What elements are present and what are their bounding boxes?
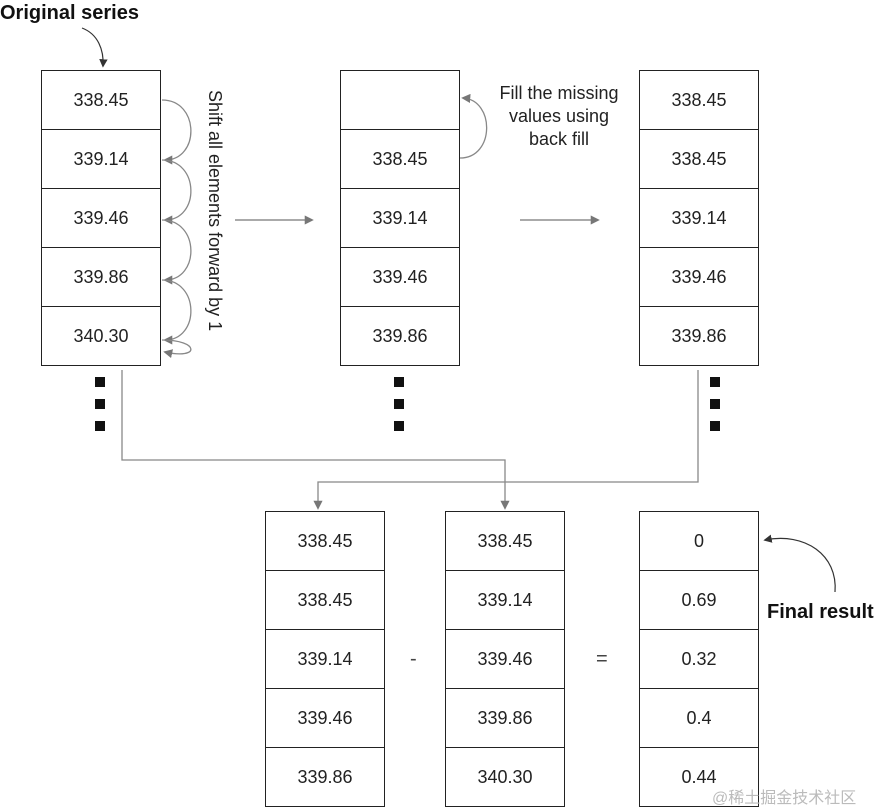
value-cell: 0.32 — [639, 629, 759, 689]
shift-curve — [161, 219, 192, 285]
value-cell: 339.14 — [445, 570, 565, 630]
value-cell: 338.45 — [265, 570, 385, 630]
value-cell: 339.46 — [639, 247, 759, 307]
original-series-pointer — [81, 27, 108, 68]
continuation-dots — [95, 377, 105, 443]
shift-curve — [161, 279, 192, 345]
value-cell: 338.45 — [265, 511, 385, 571]
continuation-dots — [710, 377, 720, 443]
value-cell: 339.46 — [445, 629, 565, 689]
backfill-loop — [459, 93, 488, 159]
value-cell: 339.46 — [340, 247, 460, 307]
value-cell: 339.46 — [41, 188, 161, 248]
final-result-pointer — [763, 534, 836, 593]
original-series-label: Original series — [0, 2, 139, 24]
value-cell: 0.69 — [639, 570, 759, 630]
value-cell: 0 — [639, 511, 759, 571]
watermark: @稀土掘金技术社区 — [712, 790, 857, 807]
value-cell: 339.86 — [340, 306, 460, 366]
final-result-label: Final result — [767, 601, 874, 623]
value-cell: 340.30 — [445, 747, 565, 807]
value-cell: 338.45 — [41, 70, 161, 130]
minus-operator: - — [410, 648, 417, 670]
fill-note: Fill the missing values using back fill — [499, 83, 619, 149]
shift-curve — [161, 159, 192, 225]
shift-note: Shift all elements forward by 1 — [205, 90, 225, 332]
shift-curve — [161, 339, 192, 359]
value-cell: 339.14 — [340, 188, 460, 248]
equals-operator: = — [596, 648, 608, 670]
value-cell: 339.86 — [639, 306, 759, 366]
bottom-connectors — [121, 370, 699, 510]
value-cell: 338.45 — [340, 129, 460, 189]
value-cell: 339.46 — [265, 688, 385, 748]
value-cell: 339.14 — [41, 129, 161, 189]
value-cell: 339.14 — [639, 188, 759, 248]
value-cell: 338.45 — [445, 511, 565, 571]
value-cell: 0.4 — [639, 688, 759, 748]
shift-curves — [161, 99, 192, 359]
value-cell: 339.14 — [265, 629, 385, 689]
value-cell — [340, 70, 460, 130]
value-cell: 338.45 — [639, 129, 759, 189]
value-cell: 0.44 — [639, 747, 759, 807]
shift-curve — [161, 99, 192, 165]
continuation-dots — [394, 377, 404, 443]
value-cell: 339.86 — [41, 247, 161, 307]
value-cell: 338.45 — [639, 70, 759, 130]
value-cell: 339.86 — [265, 747, 385, 807]
value-cell: 340.30 — [41, 306, 161, 366]
value-cell: 339.86 — [445, 688, 565, 748]
